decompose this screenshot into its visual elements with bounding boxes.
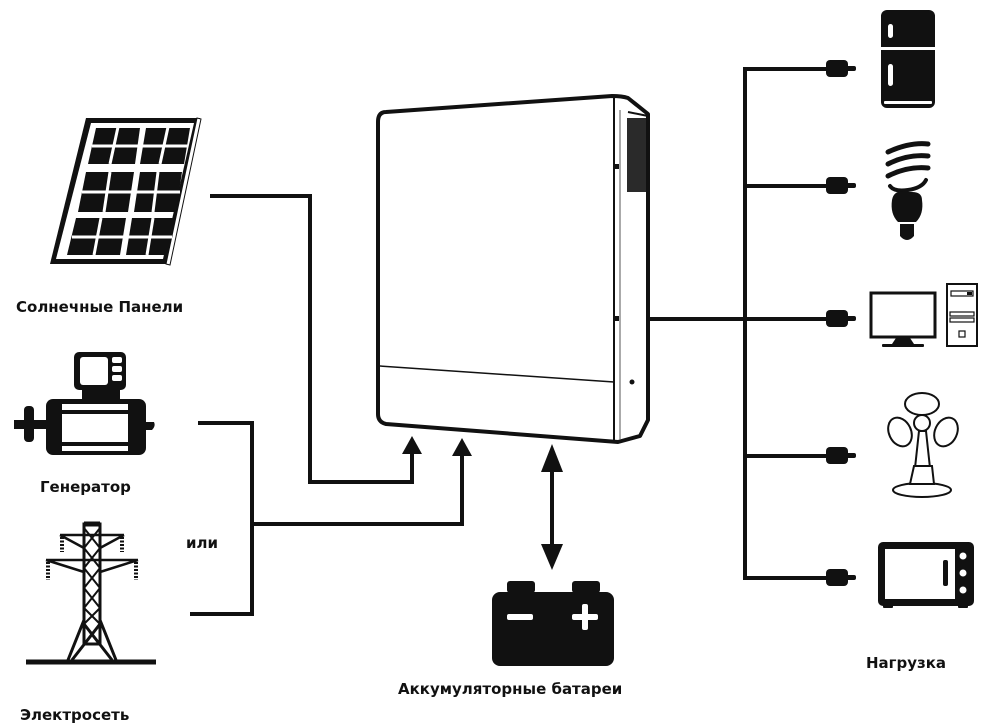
generator-grid-wire	[190, 421, 472, 616]
solar-input-arrow-icon	[402, 436, 422, 454]
battery-icon	[492, 581, 614, 666]
plug-icon	[826, 569, 856, 586]
ac-input-arrow-icon	[452, 438, 472, 456]
computer-icon	[869, 283, 978, 347]
refrigerator-icon	[881, 10, 935, 108]
generator-icon	[14, 352, 155, 455]
solar-panel-label: Солнечные Панели	[16, 298, 183, 316]
lightbulb-icon	[885, 141, 931, 240]
or-label: или	[186, 534, 218, 552]
inverter-icon	[376, 94, 650, 444]
battery-label: Аккумуляторные батареи	[398, 680, 622, 698]
load-bus-wire	[648, 67, 830, 580]
power-tower-icon	[26, 521, 156, 665]
grid-label: Электросеть	[20, 706, 129, 724]
plug-icon	[826, 177, 856, 194]
solar-panel-icon	[50, 117, 202, 266]
plug-icon	[826, 310, 856, 327]
battery-bidirectional-arrow	[541, 444, 563, 570]
fan-icon	[887, 392, 959, 498]
plug-icon	[826, 60, 856, 77]
generator-label: Генератор	[40, 478, 131, 496]
microwave-icon	[878, 542, 974, 608]
solar-wire	[210, 194, 422, 484]
plug-connectors	[826, 60, 856, 586]
loads-label: Нагрузка	[866, 654, 946, 672]
plug-icon	[826, 447, 856, 464]
